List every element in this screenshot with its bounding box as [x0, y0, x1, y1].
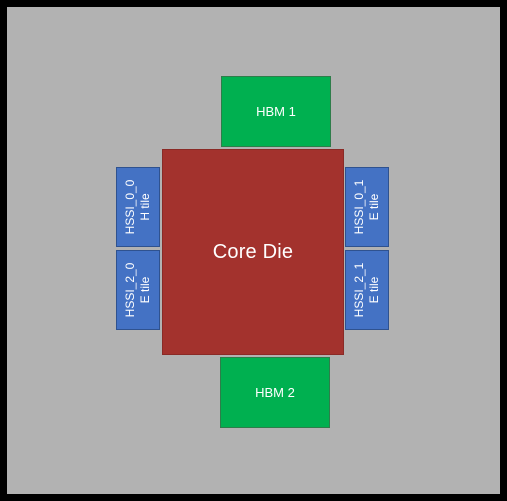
hbm-1-label: HBM 1	[256, 104, 296, 119]
hssi-0-0-name: HSSI_0_0	[123, 179, 137, 235]
hbm-2-label: HBM 2	[255, 385, 295, 400]
hssi-0-0-type: H tile	[138, 193, 152, 221]
hssi-2-0-tile: HSSI_2_0 E tile	[116, 250, 160, 330]
hssi-0-1-name: HSSI_0_1	[352, 179, 366, 235]
hssi-2-0-name: HSSI_2_0	[123, 262, 137, 318]
hssi-2-1-name: HSSI_2_1	[352, 262, 366, 318]
hbm-1-block: HBM 1	[221, 76, 331, 147]
hssi-0-1-tile: HSSI_0_1 E tile	[345, 167, 389, 247]
hssi-0-1-type: E tile	[367, 193, 381, 221]
core-die-block: Core Die	[162, 149, 344, 355]
hssi-2-1-type: E tile	[367, 276, 381, 304]
hssi-2-0-type: E tile	[138, 276, 152, 304]
core-die-label: Core Die	[212, 240, 294, 263]
hbm-2-block: HBM 2	[220, 357, 330, 428]
hssi-0-0-tile: HSSI_0_0 H tile	[116, 167, 160, 247]
hssi-2-1-tile: HSSI_2_1 E tile	[345, 250, 389, 330]
